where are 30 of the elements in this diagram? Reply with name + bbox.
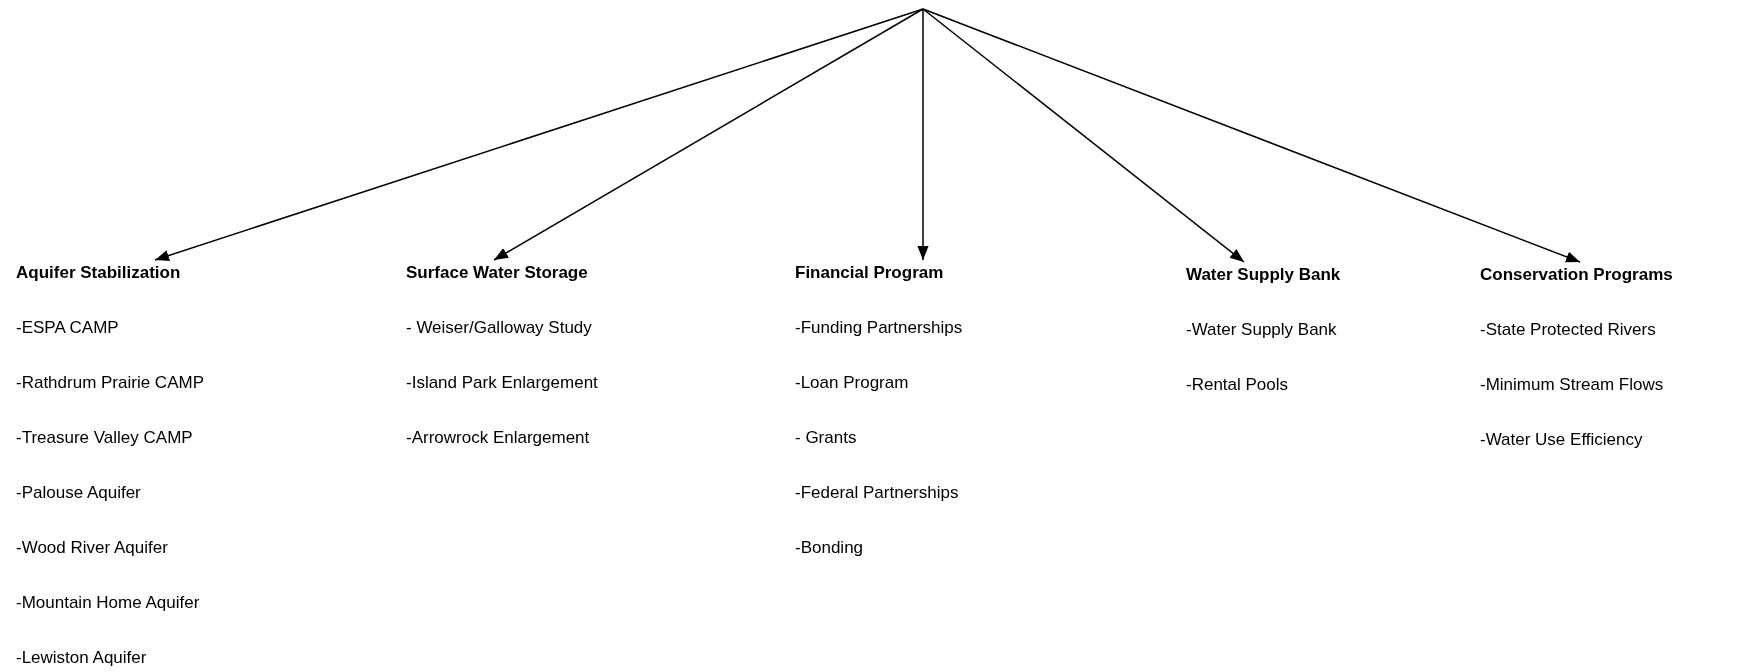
list-item: -Treasure Valley CAMP — [16, 427, 193, 449]
list-item: - Weiser/Galloway Study — [406, 317, 592, 339]
list-item: -Rathdrum Prairie CAMP — [16, 372, 204, 394]
column-heading: Financial Program — [795, 262, 944, 284]
list-item: -Water Use Efficiency — [1480, 429, 1643, 451]
list-item: -Island Park Enlargement — [406, 372, 598, 394]
list-item: -Arrowrock Enlargement — [406, 427, 590, 449]
arrow — [922, 8, 1581, 263]
list-item: -Mountain Home Aquifer — [16, 592, 200, 614]
column-heading: Conservation Programs — [1480, 264, 1673, 286]
list-item: -State Protected Rivers — [1480, 319, 1656, 341]
list-item: -ESPA CAMP — [16, 317, 119, 339]
list-item: -Funding Partnerships — [795, 317, 963, 339]
list-item: -Rental Pools — [1186, 374, 1289, 396]
column-heading: Surface Water Storage — [406, 262, 588, 284]
arrow — [917, 8, 929, 261]
list-item: -Loan Program — [795, 372, 909, 394]
list-item: -Bonding — [795, 537, 864, 559]
list-item: -Wood River Aquifer — [16, 537, 168, 559]
list-item: - Grants — [795, 427, 857, 449]
arrow — [154, 8, 924, 261]
column-heading: Water Supply Bank — [1186, 264, 1341, 286]
arrow — [922, 8, 1245, 263]
list-item: -Lewiston Aquifer — [16, 647, 147, 669]
list-item: -Palouse Aquifer — [16, 482, 141, 504]
arrow — [493, 8, 924, 261]
list-item: -Water Supply Bank — [1186, 319, 1337, 341]
list-item: -Minimum Stream Flows — [1480, 374, 1664, 396]
list-item: -Federal Partnerships — [795, 482, 959, 504]
column-heading: Aquifer Stabilization — [16, 262, 181, 284]
